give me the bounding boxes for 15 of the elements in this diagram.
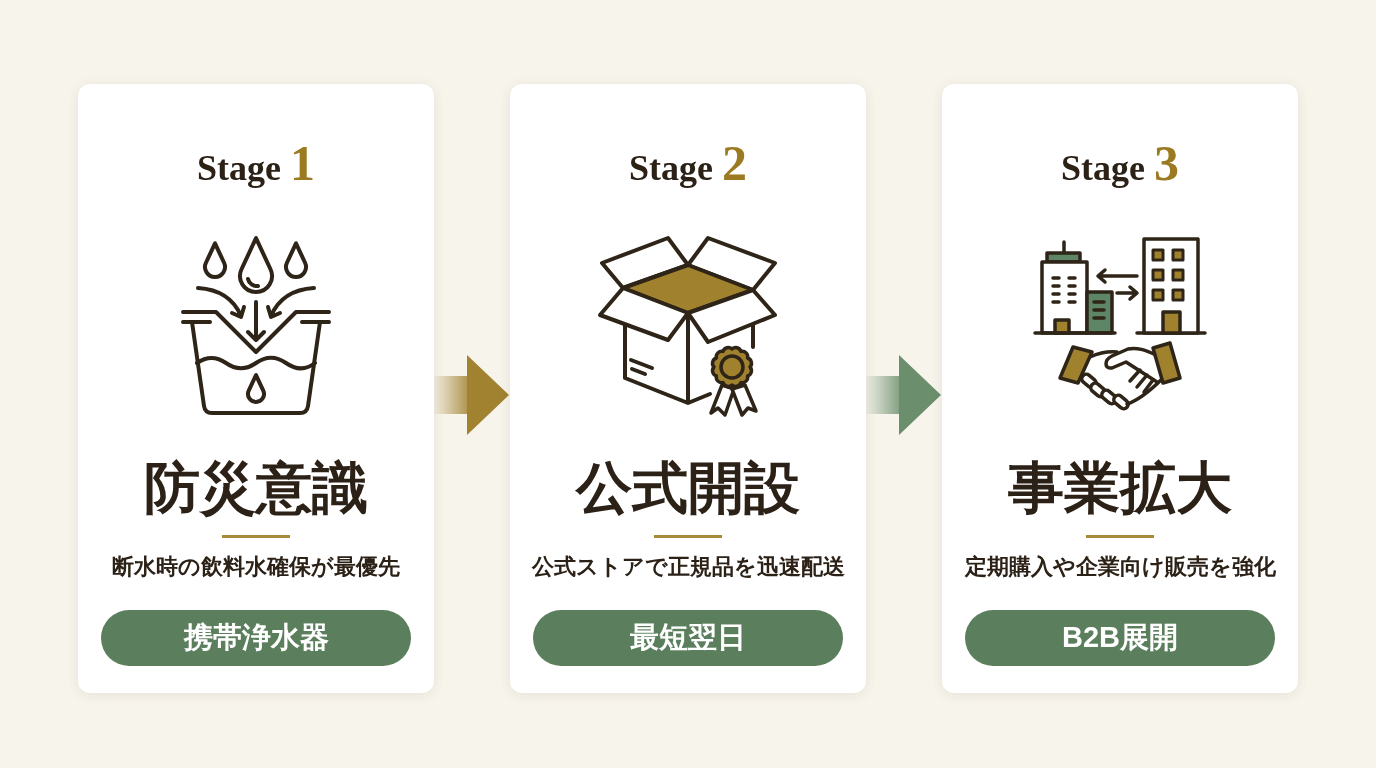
stage-card: [510, 84, 866, 693]
card-title: 事業拡大: [1008, 456, 1232, 521]
stage-heading: Stage 3: [1061, 136, 1179, 193]
card-description: 公式ストアで正規品を迅速配送: [531, 553, 845, 581]
card-title: 防災意識: [144, 456, 368, 521]
stage-card: [942, 84, 1298, 693]
stage-heading: Stage 2: [629, 136, 747, 193]
card-description: 断水時の飲料水確保が最優先: [112, 553, 400, 581]
stage-heading: Stage 1: [197, 136, 315, 193]
card-description: 定期購入や企業向け販売を強化: [964, 553, 1276, 581]
card-title: 公式開設: [576, 456, 800, 521]
keyword-tag: 携帯浄水器: [101, 610, 411, 666]
keyword-tag: B2B展開: [965, 610, 1275, 666]
stage-card: [78, 84, 434, 693]
keyword-tag: 最短翌日: [533, 610, 843, 666]
